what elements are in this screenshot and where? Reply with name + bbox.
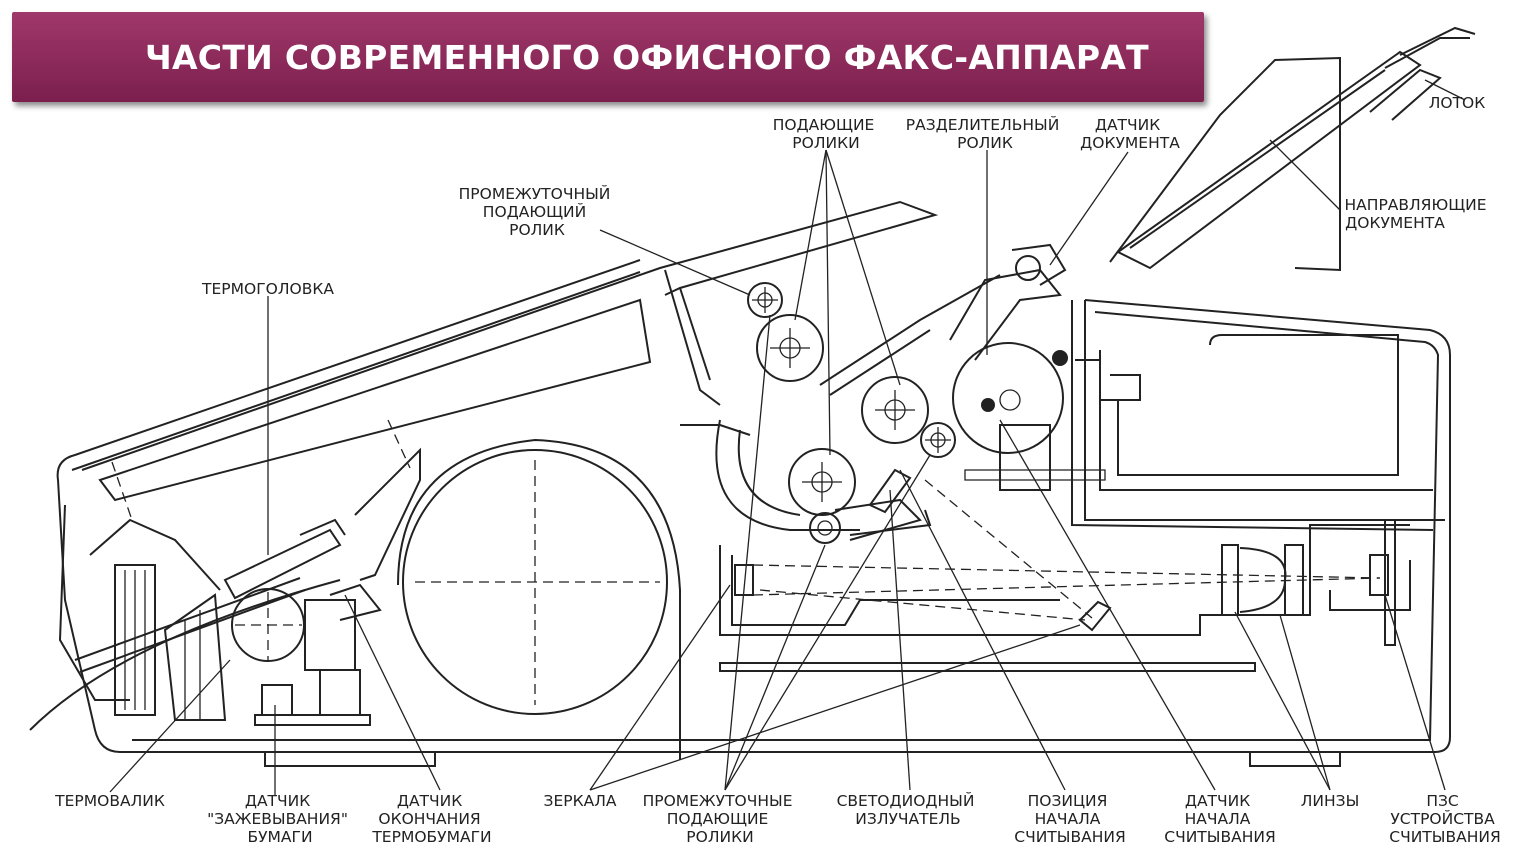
optics [719,468,1411,672]
rollers [680,243,1141,544]
housing [56,259,1451,767]
paper-roll [397,438,681,760]
label-intermediate-feed-rollers: ПРОМЕЖУТОЧНЫЕ ПОДАЮЩИЕ РОЛИКИ [643,792,798,846]
label-doc-guides: НАПРАВЛЯЮЩИЕ ДОКУМЕНТА [1345,196,1492,232]
feeder-tray [1109,26,1476,272]
upper-cover [81,200,939,521]
label-scan-start-position: ПОЗИЦИЯ НАЧАЛА СЧИТЫВАНИЯ [1014,792,1125,846]
feed-roller-2 [861,376,929,444]
label-scan-start-sensor: ДАТЧИК НАЧАЛА СЧИТЫВАНИЯ [1164,792,1275,846]
label-paper-end-sensor: ДАТЧИК ОКОНЧАНИЯ ТЕРМОБУМАГИ [371,792,491,846]
leaders [109,79,1466,795]
roller-intermediate-top [747,282,783,318]
title-banner: ЧАСТИ СОВРЕМЕННОГО ОФИСНОГО ФАКС-АППАРАТ [12,12,1204,102]
page-title: ЧАСТИ СОВРЕМЕННОГО ОФИСНОГО ФАКС-АППАРАТ [145,37,1149,77]
roller-intermediate-bottom [809,512,841,544]
label-ccd-reader: ПЗС УСТРОЙСТВА СЧИТЫВАНИЯ [1389,792,1500,846]
label-thermal-head: ТЕРМОГОЛОВКА [201,280,334,298]
label-led-emitter: СВЕТОДИОДНЫЙ ИЗЛУЧАТЕЛЬ [837,791,980,828]
label-intermediate-feed-roller: ПРОМЕЖУТОЧНЫЙ ПОДАЮЩИЙ РОЛИК [459,184,616,239]
labels: ЛОТОК НАПРАВЛЯЮЩИЕ ДОКУМЕНТА ПОДАЮЩИЕ РО… [54,94,1501,846]
feed-roller-3 [788,448,856,516]
roller-intermediate-right [920,422,956,458]
label-lenses: ЛИНЗЫ [1301,792,1360,810]
label-feed-rollers: ПОДАЮЩИЕ РОЛИКИ [773,116,880,152]
printer-section [29,447,421,731]
label-tray: ЛОТОК [1429,94,1486,112]
label-separation-roller: РАЗДЕЛИТЕЛЬНЫЙ РОЛИК [906,115,1064,152]
label-thermal-roller: ТЕРМОВАЛИК [54,792,165,810]
label-doc-sensor: ДАТЧИК ДОКУМЕНТА [1080,116,1180,152]
feed-roller-1 [756,314,824,382]
separation-roller [952,342,1064,454]
label-paper-jam-sensor: ДАТЧИК "ЗАЖЕВЫВАНИЯ" БУМАГИ [207,792,353,846]
label-mirrors: ЗЕРКАЛА [544,792,617,810]
